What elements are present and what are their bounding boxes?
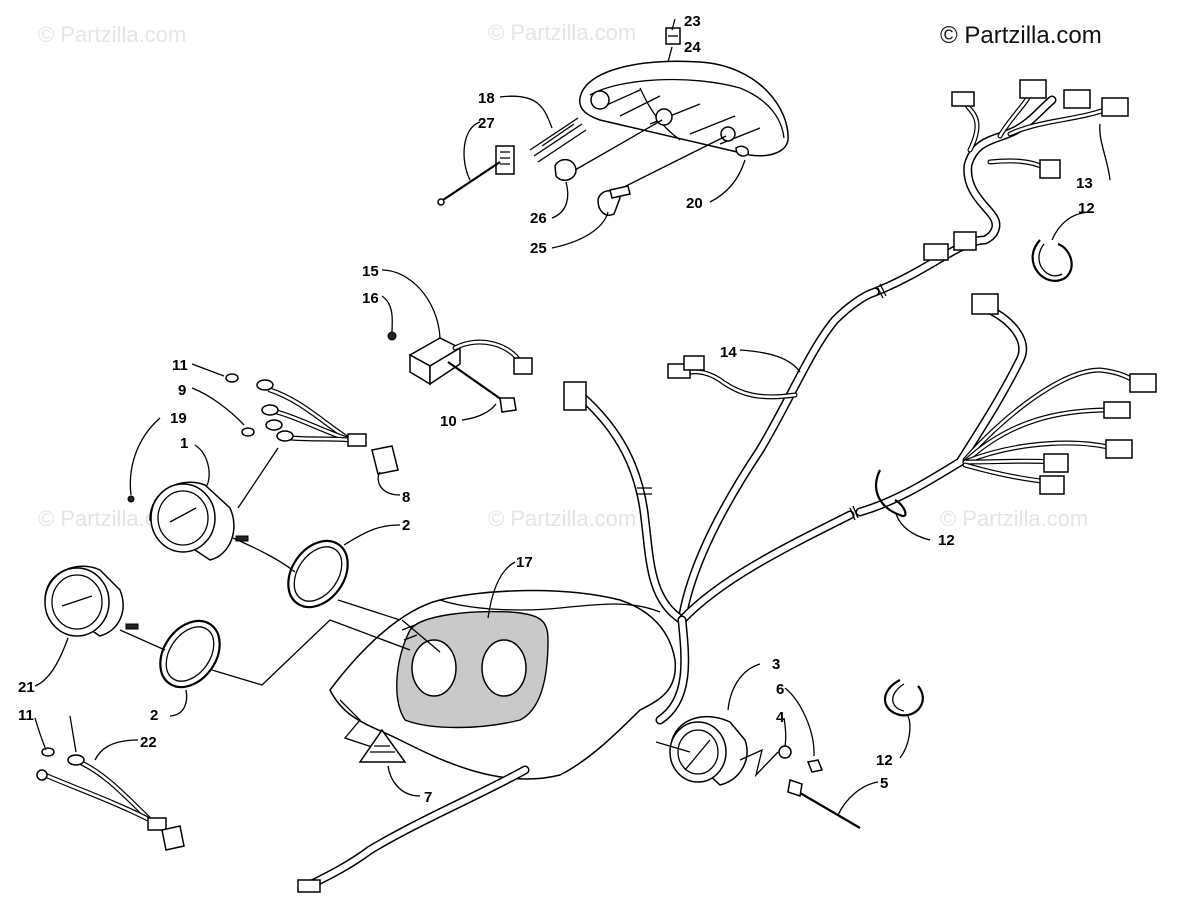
callout-6: 6 — [776, 681, 784, 698]
callout-5: 5 — [880, 775, 888, 792]
watermark-mid-right: © Partzilla.com — [940, 506, 1089, 531]
callout-24: 24 — [684, 39, 701, 56]
leader-lines — [34, 18, 1111, 816]
copyright-notice: © Partzilla.com — [940, 22, 1102, 49]
gauge-wiring-upper — [225, 373, 399, 475]
callout-8: 8 — [402, 489, 410, 506]
dash-panel — [329, 589, 676, 780]
callout-15: 15 — [362, 263, 379, 280]
callout-labels: 23 24 18 27 26 25 20 13 12 15 16 10 14 1… — [18, 13, 1095, 806]
callout-13: 13 — [1076, 175, 1093, 192]
bezel-rings — [159, 539, 349, 689]
callout-1: 1 — [180, 435, 188, 452]
callout-16: 16 — [362, 290, 379, 307]
right-side-harness — [855, 293, 1157, 518]
callout-11-lower: 11 — [18, 707, 34, 724]
callout-4: 4 — [776, 709, 785, 726]
speedometer-gauge — [127, 481, 249, 561]
callout-25: 25 — [530, 240, 547, 257]
callout-22: 22 — [140, 734, 157, 751]
auxiliary-gauge — [669, 715, 861, 829]
main-wiring-harness — [563, 287, 880, 725]
callout-14: 14 — [720, 344, 737, 361]
callout-12-right: 12 — [938, 532, 955, 549]
callout-19: 19 — [170, 410, 187, 427]
callout-11-upper: 11 — [172, 357, 188, 374]
watermark-top-left: © Partzilla.com — [38, 22, 187, 47]
warning-decal — [358, 728, 407, 763]
callout-17: 17 — [516, 554, 533, 571]
headlight-housing — [578, 27, 789, 157]
callout-10: 10 — [440, 413, 457, 430]
tachometer-gauge — [44, 565, 139, 637]
callout-9: 9 — [178, 382, 186, 399]
callout-26: 26 — [530, 210, 547, 227]
callout-18: 18 — [478, 90, 495, 107]
lower-harness — [297, 765, 530, 893]
gauge-wiring-lower — [36, 747, 185, 851]
callout-12-upper: 12 — [1078, 200, 1095, 217]
cable-clamp-lower — [883, 679, 924, 717]
callout-3: 3 — [772, 656, 780, 673]
callout-20: 20 — [686, 195, 703, 212]
bulb-spring-assembly — [437, 117, 750, 216]
callout-12-lower: 12 — [876, 752, 893, 769]
callout-27: 27 — [478, 115, 495, 132]
upper-right-harness — [870, 79, 1129, 299]
callout-2-upper: 2 — [402, 517, 410, 534]
watermark-top-center: © Partzilla.com — [488, 20, 637, 45]
callout-2-lower: 2 — [150, 707, 158, 724]
cable-clamp-upper — [1031, 239, 1073, 282]
watermark-mid-center: © Partzilla.com — [488, 506, 637, 531]
callout-7: 7 — [424, 789, 432, 806]
callout-21: 21 — [18, 679, 35, 696]
callout-23: 23 — [684, 13, 701, 30]
relay-bracket — [387, 331, 533, 413]
